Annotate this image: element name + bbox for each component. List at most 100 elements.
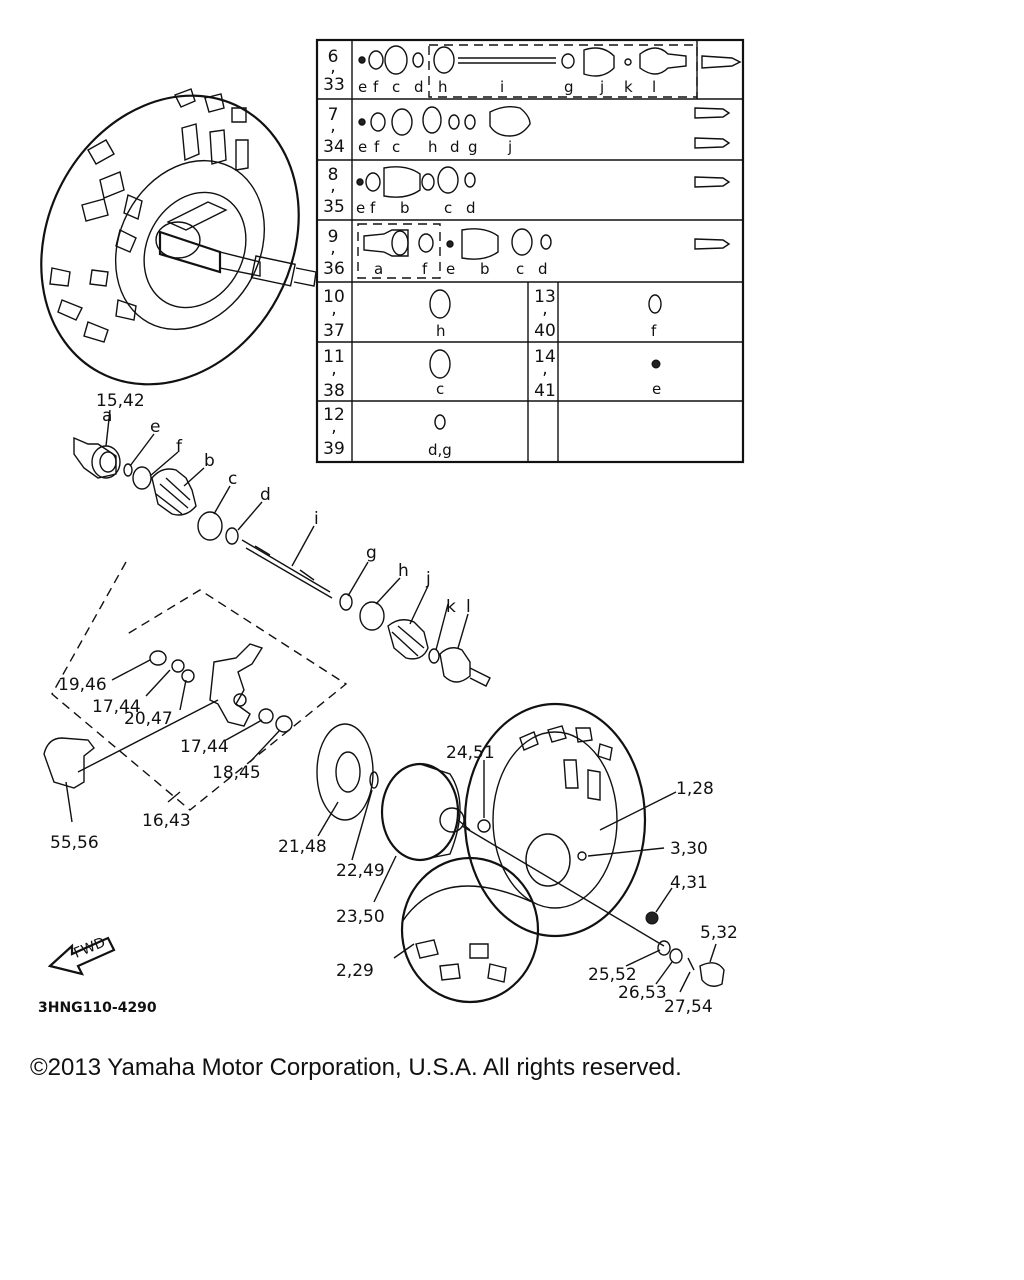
table-row-6-letter-g: g <box>564 78 574 96</box>
table-row-7-letter-d: d <box>450 138 460 156</box>
table-row-11-letter: c <box>436 380 444 398</box>
callout-4-31: 4,31 <box>670 873 708 893</box>
table-row-11-num: 11 <box>323 347 345 367</box>
callout-2-29: 2,29 <box>336 961 374 981</box>
table-row-9-letter-a: a <box>374 260 383 278</box>
table-row-34-num: 34 <box>323 137 345 157</box>
table-row-9-num: 9 <box>328 227 339 247</box>
table-row-6-letter-j: j <box>599 78 604 96</box>
table-row-14-letter: e <box>652 380 661 398</box>
callout-c: c <box>228 469 237 489</box>
svg-text:,: , <box>330 116 335 136</box>
table-row-6-letter-l: l <box>652 78 656 96</box>
callout-5-32: 5,32 <box>700 923 738 943</box>
callout-b: b <box>204 451 215 471</box>
svg-text:,: , <box>331 299 336 319</box>
table-row-7-letter-h: h <box>428 138 438 156</box>
table-row-8-letter-c: c <box>444 199 452 217</box>
table-row-6-letter-i: i <box>500 78 504 96</box>
table-row-10-num: 10 <box>323 287 345 307</box>
callout-h: h <box>398 561 409 581</box>
fwd-arrow-icon: FWD <box>47 935 116 976</box>
table-row-6-letter-e: e <box>358 78 367 96</box>
callout-l: l <box>466 597 471 617</box>
callout-24-51: 24,51 <box>446 743 495 763</box>
table-row-7-letter-j: j <box>507 138 512 156</box>
svg-text:,: , <box>330 176 335 196</box>
callout-16-43: 16,43 <box>142 811 191 831</box>
callout-3-30: 3,30 <box>670 839 708 859</box>
table-row-8-letter-f: f <box>370 199 376 217</box>
table-row-10-letter: h <box>436 322 446 340</box>
callout-55-56: 55,56 <box>50 833 99 853</box>
table-row-9-letter-e: e <box>446 260 455 278</box>
callout-26-53: 26,53 <box>618 983 667 1003</box>
upper-tire-illustration <box>40 88 317 386</box>
parts-application-table: 6 , 33 e f c d h i g j k l 7 , 34 <box>315 38 745 464</box>
svg-text:,: , <box>330 57 335 77</box>
table-row-9-letter-f: f <box>422 260 428 278</box>
table-row-12-letter: d,g <box>428 441 452 459</box>
table-row-6-letter-k: k <box>624 78 633 96</box>
table-row-6-letter-d: d <box>414 78 424 96</box>
table-row-40-num: 40 <box>534 321 556 341</box>
table-row-9-letter-b: b <box>480 260 490 278</box>
callout-15-42: 15,42 <box>96 391 145 411</box>
callout-e: e <box>150 417 160 437</box>
callout-19-46: 19,46 <box>58 675 107 695</box>
table-row-35-num: 35 <box>323 197 345 217</box>
callout-1-28: 1,28 <box>676 779 714 799</box>
callout-21-48: 21,48 <box>278 837 327 857</box>
callout-a: a <box>102 406 112 426</box>
table-row-8-letter-d: d <box>466 199 476 217</box>
callout-17-44-upper: 17,44 <box>92 697 141 717</box>
table-row-7-letter-c: c <box>392 138 400 156</box>
callout-18-45: 18,45 <box>212 763 261 783</box>
table-row-38-num: 38 <box>323 381 345 401</box>
table-row-36-num: 36 <box>323 259 345 279</box>
svg-text:,: , <box>330 238 335 258</box>
table-row-13-num: 13 <box>534 287 556 307</box>
table-row-39-num: 39 <box>323 439 345 459</box>
table-row-41-num: 41 <box>534 381 556 401</box>
table-row-37-num: 37 <box>323 321 345 341</box>
callout-d: d <box>260 485 271 505</box>
table-row-8-letter-e: e <box>356 199 365 217</box>
callout-17-44-lower: 17,44 <box>180 737 229 757</box>
callout-22-49: 22,49 <box>336 861 385 881</box>
callout-g: g <box>366 543 377 563</box>
table-row-13-letter: f <box>651 322 657 340</box>
svg-text:,: , <box>542 299 547 319</box>
callout-i: i <box>314 509 319 529</box>
callout-j: j <box>425 569 431 589</box>
svg-text:,: , <box>331 359 336 379</box>
callout-27-54: 27,54 <box>664 997 713 1017</box>
table-row-6-letter-c: c <box>392 78 400 96</box>
callout-k: k <box>446 597 456 617</box>
fwd-label: FWD <box>72 935 108 962</box>
callout-23-50: 23,50 <box>336 907 385 927</box>
svg-text:,: , <box>542 359 547 379</box>
table-row-6-letter-f: f <box>373 78 379 96</box>
lower-wheel-assembly: 21,48 22,49 23,50 24,51 1,28 3,30 4,31 5… <box>278 702 738 1017</box>
table-row-7-letter-g: g <box>468 138 478 156</box>
knuckle-group: 19,46 17,44 20,47 17,44 18,45 16,43 55,5… <box>43 561 348 853</box>
table-row-6-num: 6 <box>328 47 339 67</box>
svg-text:,: , <box>331 417 336 437</box>
table-row-7-letter-f: f <box>374 138 380 156</box>
drive-shaft-exploded: 15,42 a e f b c d i g h j k l <box>73 391 491 687</box>
table-row-8-letter-b: b <box>400 199 410 217</box>
table-row-7-num: 7 <box>328 105 339 125</box>
table-row-6-letter-h: h <box>438 78 448 96</box>
table-row-7-letter-e: e <box>358 138 367 156</box>
diagram-code: 3HNG110-4290 <box>38 1000 157 1016</box>
callout-f: f <box>176 437 183 457</box>
table-row-12-num: 12 <box>323 405 345 425</box>
table-row-9-letter-d: d <box>538 260 548 278</box>
table-row-33-num: 33 <box>323 75 345 95</box>
callout-20-47: 20,47 <box>124 709 173 729</box>
table-row-14-num: 14 <box>534 347 556 367</box>
copyright-notice: ©2013 Yamaha Motor Corporation, U.S.A. A… <box>30 1054 682 1081</box>
callout-25-52: 25,52 <box>588 965 637 985</box>
